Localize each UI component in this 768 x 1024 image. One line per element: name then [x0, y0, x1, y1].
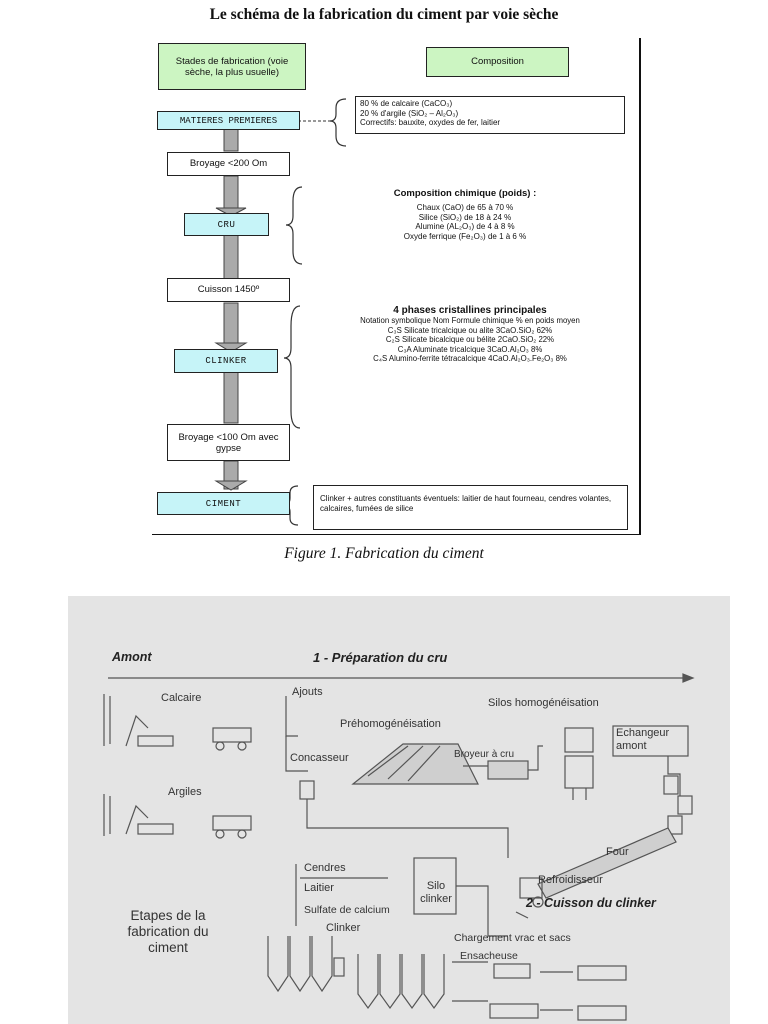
label-four: Four — [606, 846, 629, 858]
label-amont: Amont — [112, 650, 152, 664]
cru-composition: Composition chimique (poids) : Chaux (Ca… — [330, 188, 600, 241]
comp-line: Notation symbolique Nom Formule chimique… — [360, 316, 580, 325]
label-clinker: Clinker — [326, 922, 361, 934]
comp-line: C₄S Alumino-ferrite tétracalcique 4CaO.A… — [373, 354, 567, 363]
comp-line: C₃A Aluminate tricalcique 3CaO.Al₂O₃ 8% — [397, 344, 543, 354]
label-cendres: Cendres — [304, 862, 346, 874]
label-section-2: 2 - Cuisson du clinker — [526, 896, 656, 910]
label-echangeur: Echangeur amont — [616, 727, 670, 752]
label-silo-clinker: Silo clinker — [420, 880, 452, 905]
label-chargement: Chargement vrac et sacs — [454, 932, 571, 944]
label-broyeur-cru: Broyeur à cru — [454, 749, 515, 760]
stage-matieres-premieres: MATIERES PREMIERES — [157, 111, 300, 130]
stage-broyage-2: Broyage <100 Om avec gypse — [167, 424, 290, 461]
header-stades: Stades de fabrication (voie sèche, la pl… — [158, 43, 306, 90]
label-silos-homogeneisation: Silos homogénéisation — [488, 697, 599, 709]
label-prehomogeneisation: Préhomogénéisation — [340, 718, 441, 730]
header-composition: Composition — [426, 47, 569, 77]
ciment-composition-box: Clinker + autres constituants éventuels:… — [313, 485, 628, 530]
comp-line: 20 % d'argile (SiO₂ – Al₂O₃) — [360, 108, 459, 118]
stage-cru: CRU — [184, 213, 269, 236]
comp-line: C₃S Silicate tricalcique ou alite 3CaO.S… — [387, 325, 553, 335]
stage-cuisson: Cuisson 1450º — [167, 278, 290, 302]
stage-ciment: CIMENT — [157, 492, 290, 515]
matieres-composition-box: 80 % de calcaire (CaCO₃) 20 % d'argile (… — [355, 96, 625, 134]
figure1-caption: Figure 1. Fabrication du ciment — [284, 545, 484, 562]
label-calcaire: Calcaire — [161, 692, 202, 704]
label-etapes: Etapes de la fabrication du ciment — [127, 908, 209, 955]
figure2-process-diagram: Amont 1 - Préparation du cru Calcaire Ar… — [68, 596, 730, 1024]
label-refroidisseur: Refroidisseur — [538, 874, 603, 886]
label-laitier: Laitier — [304, 882, 334, 894]
comp-line: Oxyde ferrique (Fe₂O₃) de 1 à 6 % — [403, 231, 527, 241]
clinker-composition: 4 phases cristallines principales Notati… — [300, 305, 640, 364]
label-argiles: Argiles — [168, 786, 202, 798]
comp-line: 80 % de calcaire (CaCO₃) — [360, 99, 453, 108]
clinker-comp-title: 4 phases cristallines principales — [393, 305, 547, 316]
comp-line: C₂S Silicate bicalcique ou bélite 2CaO.S… — [385, 335, 555, 344]
comp-line: Correctifs: bauxite, oxydes de fer, lait… — [360, 118, 501, 127]
comp-line: Alumine (AL₂O₃) de 4 à 8 % — [415, 222, 515, 231]
label-ensacheuse: Ensacheuse — [460, 950, 518, 962]
label-concasseur: Concasseur — [290, 752, 349, 764]
label-section-1: 1 - Préparation du cru — [313, 650, 448, 665]
process-drawing — [103, 673, 695, 1021]
label-sulfate: Sulfate de calcium — [304, 904, 390, 916]
label-ajouts: Ajouts — [292, 686, 323, 698]
comp-line: Silice (SiO₂) de 18 à 24 % — [418, 212, 512, 222]
cru-comp-title: Composition chimique (poids) : — [393, 188, 537, 199]
page-title: Le schéma de la fabrication du ciment pa… — [209, 6, 559, 23]
stage-broyage-1: Broyage <200 Om — [167, 152, 290, 176]
stage-clinker: CLINKER — [174, 349, 278, 373]
comp-line: Chaux (CaO) de 65 à 70 % — [416, 203, 514, 212]
figure1-frame — [152, 38, 641, 535]
